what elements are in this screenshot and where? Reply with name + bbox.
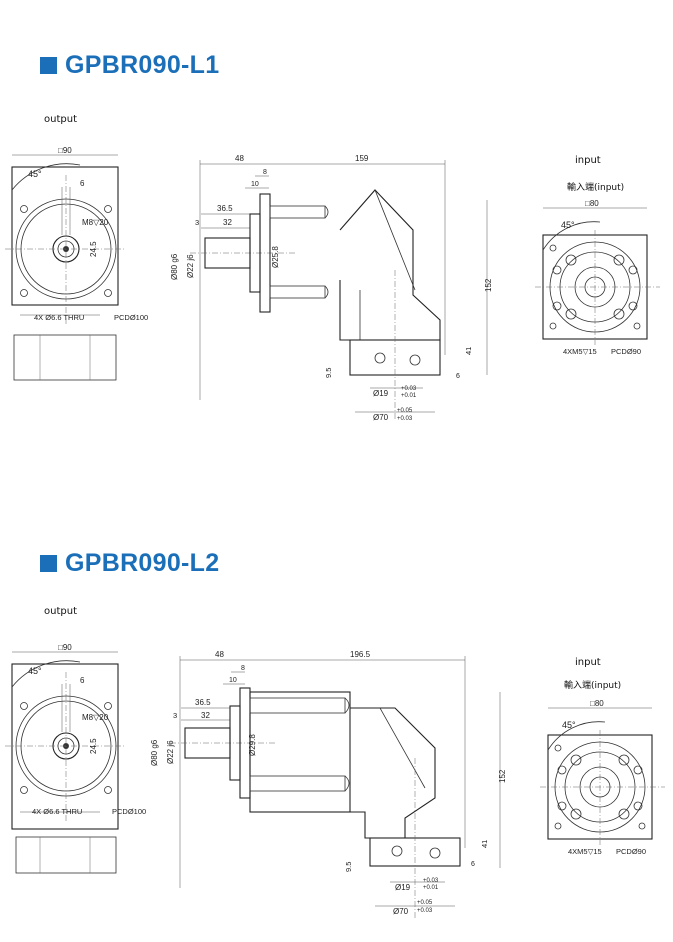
dim-22j6: Ø22 j6 <box>186 254 195 278</box>
dim-70-tol-dn: +0.03 <box>417 908 433 914</box>
section-gpbr090-l1: GPBR090-L1 output input 輸入端(input) □90 4… <box>5 51 660 422</box>
input-pcd-dim: PCDØ90 <box>616 847 646 856</box>
title-marker-square <box>40 555 57 572</box>
dim-70: Ø70 <box>373 413 389 422</box>
height-24-5-dim: 24.5 <box>89 241 98 257</box>
dim-70-tol-dn: +0.03 <box>397 416 413 422</box>
side-view: 48 196.5 8 10 36.5 3 32 Ø80 g6 Ø22 j6 Ø2… <box>150 650 507 918</box>
dim-3: 3 <box>195 218 199 227</box>
section-title: GPBR090-L1 <box>40 51 219 80</box>
thread-dim: M8▽20 <box>82 713 109 722</box>
dim-8: 8 <box>241 665 245 672</box>
dim-70-tol-up: +0.05 <box>417 900 433 906</box>
output-pcd-dim: PCDØ100 <box>114 313 148 322</box>
dim-70: Ø70 <box>393 907 409 916</box>
height-24-5-dim: 24.5 <box>89 738 98 754</box>
input-front-view: □80 45° 4XM5▽15 PCDØ90 <box>540 699 665 856</box>
dim-29-8: Ø29.8 <box>248 734 257 756</box>
model-title: GPBR090-L2 <box>65 549 220 577</box>
dim-8: 8 <box>263 169 267 176</box>
input-front-view: □80 45° 4XM5▽15 PCDØ90 <box>535 199 660 356</box>
input-label-cn: 輸入端(input) <box>564 681 622 691</box>
output-front-view: □90 45° 6 M8▽20 24.5 4X Ø6.6 THRU PCDØ10… <box>5 643 146 874</box>
output-label: output <box>44 606 77 617</box>
output-angle-dim: 45° <box>28 169 42 179</box>
thread-dim: M8▽20 <box>82 218 109 227</box>
output-label: output <box>44 114 77 125</box>
dim-25-8: Ø25.8 <box>271 246 280 268</box>
section-title: GPBR090-L2 <box>40 549 219 578</box>
output-front-view: □90 45° 6 M8▽20 24.5 4X Ø6.6 THRU PCDØ10… <box>5 146 148 381</box>
title-marker-square <box>40 57 57 74</box>
input-label: input <box>575 155 601 166</box>
dim-10: 10 <box>229 677 237 684</box>
model-title: GPBR090-L1 <box>65 51 220 79</box>
dim-41: 41 <box>480 840 489 848</box>
dim-36-5: 36.5 <box>195 698 211 707</box>
dim-70-tol-up: +0.05 <box>397 408 413 414</box>
dim-3: 3 <box>173 711 177 720</box>
dim-48: 48 <box>235 154 244 163</box>
output-holes-dim: 4X Ø6.6 THRU <box>32 807 82 816</box>
output-pcd-dim: PCDØ100 <box>112 807 146 816</box>
dim-36-5: 36.5 <box>217 204 233 213</box>
input-square-dim: □80 <box>590 699 604 708</box>
dim-19: Ø19 <box>373 389 389 398</box>
dim-6: 6 <box>456 373 460 380</box>
input-pcd-dim: PCDØ90 <box>611 347 641 356</box>
input-angle-dim: 45° <box>562 720 576 730</box>
input-square-dim: □80 <box>585 199 599 208</box>
side-view: 48 159 8 10 36.5 3 32 Ø80 g6 Ø22 j6 Ø25.… <box>170 154 493 422</box>
dim-32: 32 <box>223 218 232 227</box>
dim-19-tol-up: +0.03 <box>401 386 417 392</box>
section-gpbr090-l2: GPBR090-L2 output input 輸入端(input) □90 4… <box>0 500 673 940</box>
dim-80g6: Ø80 g6 <box>150 739 159 766</box>
dim-9-5: 9.5 <box>324 368 333 378</box>
dim-48: 48 <box>215 650 224 659</box>
input-angle-dim: 45° <box>561 220 575 230</box>
dim-9-5: 9.5 <box>344 862 353 872</box>
dim-19-tol-dn: +0.01 <box>401 393 417 399</box>
output-angle-dim: 45° <box>28 666 42 676</box>
dim-152: 152 <box>498 769 507 783</box>
input-holes-dim: 4XM5▽15 <box>563 347 597 356</box>
dim-152: 152 <box>484 278 493 292</box>
dim-6: 6 <box>471 861 475 868</box>
dim-22j6: Ø22 j6 <box>166 740 175 764</box>
key-width-dim: 6 <box>80 179 85 188</box>
output-square-dim: □90 <box>58 146 72 155</box>
output-square-dim: □90 <box>58 643 72 652</box>
dim-41: 41 <box>464 347 473 355</box>
dim-19-tol-dn: +0.01 <box>423 885 439 891</box>
dim-19: Ø19 <box>395 883 411 892</box>
input-label: input <box>575 657 601 668</box>
dim-10: 10 <box>251 181 259 188</box>
output-holes-dim: 4X Ø6.6 THRU <box>34 313 84 322</box>
dim-32: 32 <box>201 711 210 720</box>
input-label-cn: 輸入端(input) <box>567 183 625 193</box>
dim-19-tol-up: +0.03 <box>423 878 439 884</box>
input-holes-dim: 4XM5▽15 <box>568 847 602 856</box>
dim-196-5: 196.5 <box>350 650 371 659</box>
dim-80g6: Ø80 g6 <box>170 253 179 280</box>
dim-159: 159 <box>355 154 369 163</box>
key-width-dim: 6 <box>80 676 85 685</box>
